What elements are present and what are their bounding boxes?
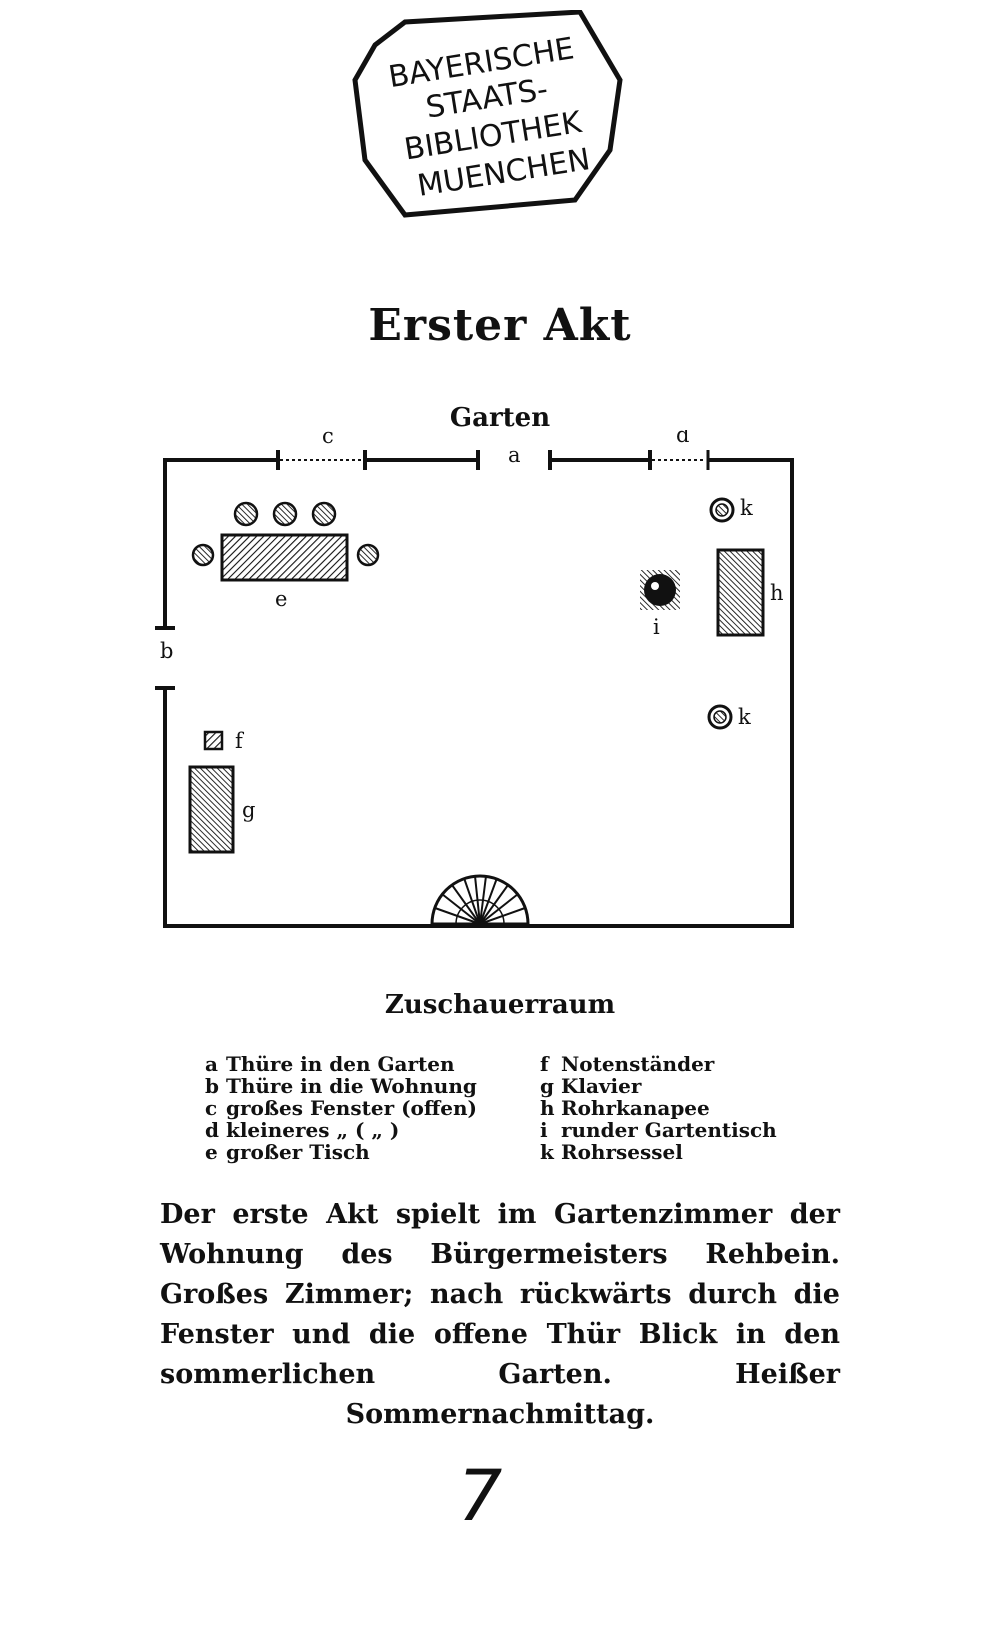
armchair-k-top: [709, 497, 735, 523]
marker-g: g: [242, 798, 255, 822]
stamp-border: [352, 10, 623, 218]
legend-text: Thüre in die Wohnung: [225, 1074, 477, 1098]
marker-k-bottom: k: [738, 705, 751, 729]
legend-key: d: [205, 1118, 219, 1142]
legend-key: h: [540, 1096, 555, 1120]
large-table-e: [220, 533, 349, 582]
room-walls: [163, 458, 794, 928]
stage-direction: Der erste Akt spielt im Gartenzimmer der…: [160, 1199, 840, 1430]
legend-key: a: [205, 1052, 218, 1076]
legend-key: b: [205, 1074, 219, 1098]
legend-item: f Notenständer: [540, 1053, 860, 1075]
act-title: Erster Akt: [368, 300, 632, 351]
door-a: [476, 450, 552, 470]
legend-item: c großes Fenster (offen): [205, 1097, 505, 1119]
legend-text: runder Gartentisch: [560, 1118, 777, 1142]
marker-c: c: [322, 430, 334, 448]
canape-h: [716, 548, 765, 637]
legend-text: großes Fenster (offen): [225, 1096, 478, 1120]
music-stand-f: [203, 730, 224, 751]
legend-text: kleineres „ ( „ ): [225, 1118, 400, 1142]
garden-label: Garten: [449, 403, 551, 433]
door-b: [155, 626, 175, 690]
legend-item: h Rohrkanapee: [540, 1097, 860, 1119]
legend-key: c: [205, 1096, 218, 1120]
legend-text: Klavier: [560, 1074, 642, 1098]
window-c: [276, 450, 367, 470]
legend-text: Rohrkanapee: [560, 1096, 710, 1120]
marker-k-top: k: [740, 496, 753, 520]
legend-key: k: [540, 1140, 554, 1164]
legend-item: a Thüre in den Garten: [205, 1053, 505, 1075]
marker-h: h: [770, 581, 784, 605]
legend-text: Notenständer: [560, 1052, 715, 1076]
piano-g: [188, 765, 235, 854]
marker-a: a: [508, 443, 521, 467]
legend-right: f Notenständer g Klavier h Rohrkanapee i…: [540, 1053, 860, 1163]
marker-d: d: [676, 430, 689, 447]
legend-text: Rohrsessel: [560, 1140, 683, 1164]
legend-text: Thüre in den Garten: [225, 1052, 455, 1076]
window-d: [648, 450, 710, 470]
stage-plan: c a d b e f g h i k k: [155, 430, 794, 928]
legend-key: f: [540, 1052, 549, 1076]
page-number: 7: [457, 1455, 503, 1537]
legend-item: b Thüre in die Wohnung: [205, 1075, 505, 1097]
legend-item: k Rohrsessel: [540, 1141, 860, 1163]
marker-b: b: [160, 639, 173, 663]
table-chairs: [191, 501, 380, 567]
legend-text: großer Tisch: [225, 1140, 370, 1164]
garden-table-i: [640, 570, 680, 610]
legend-key: g: [540, 1074, 554, 1098]
legend-left: a Thüre in den Garten b Thüre in die Woh…: [205, 1053, 505, 1163]
marker-i: i: [653, 615, 660, 639]
library-stamp: BAYERISCHE STAATS- BIBLIOTHEK MUENCHEN: [352, 10, 623, 218]
prompter-box: [430, 874, 530, 926]
legend-key: e: [205, 1140, 218, 1164]
legend-item: d kleineres „ ( „ ): [205, 1119, 505, 1141]
marker-e: e: [275, 587, 287, 611]
legend-item: i runder Gartentisch: [540, 1119, 860, 1141]
armchair-k-bottom: [707, 704, 733, 730]
legend-item: e großer Tisch: [205, 1141, 505, 1163]
legend-item: g Klavier: [540, 1075, 860, 1097]
marker-f: f: [235, 729, 245, 753]
audience-label: Zuschauerraum: [384, 990, 616, 1020]
legend-key: i: [540, 1118, 548, 1142]
